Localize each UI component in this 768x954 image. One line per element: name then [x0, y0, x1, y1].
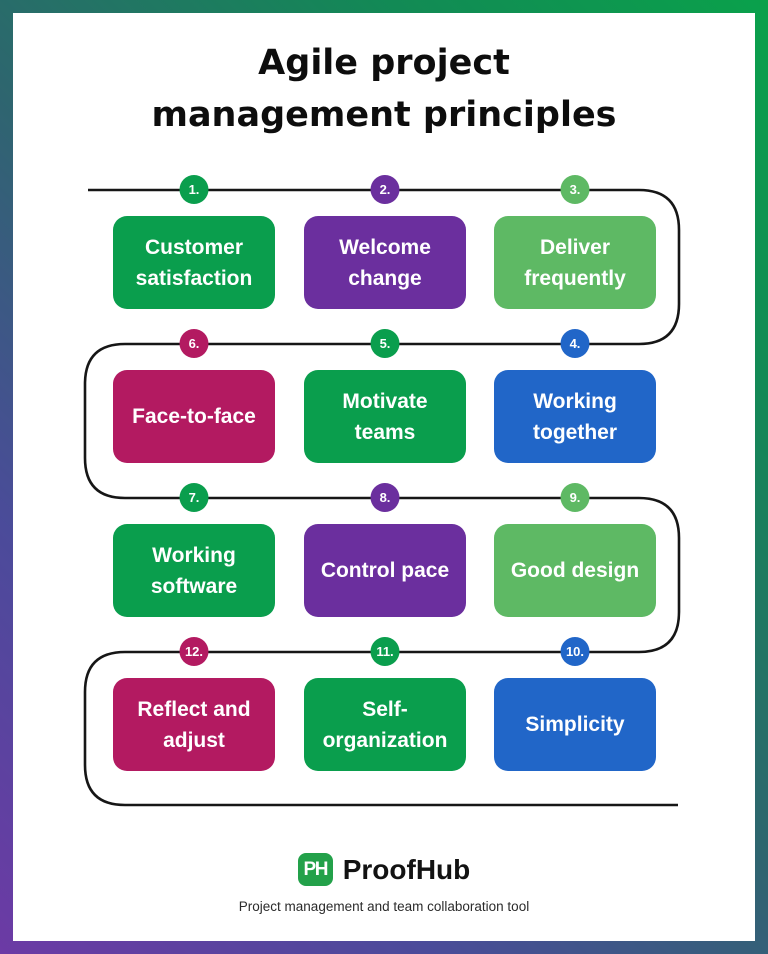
principle-card: Face-to-face [113, 370, 275, 463]
principle-step-9: 9. Good design [494, 483, 656, 619]
principle-card: Customer satisfaction [113, 216, 275, 309]
principle-card: Working software [113, 524, 275, 617]
step-number-badge: 6. [179, 329, 209, 358]
infographic-canvas: Agile project management principles 1. C… [13, 13, 755, 941]
principle-card: Reflect and adjust [113, 678, 275, 771]
principle-step-12: 12. Reflect and adjust [113, 637, 275, 773]
principle-step-10: 10. Simplicity [494, 637, 656, 773]
principle-card: Control pace [304, 524, 466, 617]
step-number-badge: 8. [370, 483, 400, 512]
step-number-badge: 1. [179, 175, 209, 204]
step-number-badge: 10. [560, 637, 590, 666]
step-number-badge: 3. [560, 175, 590, 204]
principle-step-4: 4. Working together [494, 329, 656, 465]
principle-card: Simplicity [494, 678, 656, 771]
principle-step-8: 8. Control pace [304, 483, 466, 619]
principle-card: Motivate teams [304, 370, 466, 463]
proofhub-logo: PH ProofHub [13, 853, 755, 886]
page-title: Agile project management principles [13, 37, 755, 141]
brand-name: ProofHub [342, 853, 471, 885]
principle-step-2: 2. Welcome change [304, 175, 466, 311]
principle-card: Good design [494, 524, 656, 617]
step-number-badge: 5. [370, 329, 400, 358]
principle-card: Working together [494, 370, 656, 463]
step-number-badge: 9. [560, 483, 590, 512]
principle-card: Self- organization [304, 678, 466, 771]
principle-step-6: 6. Face-to-face [113, 329, 275, 465]
step-number-badge: 4. [560, 329, 590, 358]
step-number-badge: 11. [370, 637, 400, 666]
step-number-badge: 2. [370, 175, 400, 204]
principle-step-3: 3. Deliver frequently [494, 175, 656, 311]
principle-card: Deliver frequently [494, 216, 656, 309]
step-number-badge: 7. [179, 483, 209, 512]
principle-step-5: 5. Motivate teams [304, 329, 466, 465]
brand-tagline: Project management and team collaboratio… [238, 899, 530, 914]
page-title-line1: Agile project [258, 43, 510, 83]
principle-card: Welcome change [304, 216, 466, 309]
connector-path [83, 188, 681, 807]
principle-step-1: 1. Customer satisfaction [113, 175, 275, 311]
principle-step-11: 11. Self- organization [304, 637, 466, 773]
page-title-line2: management principles [151, 95, 617, 135]
principle-step-7: 7. Working software [113, 483, 275, 619]
step-number-badge: 12. [179, 637, 209, 666]
proofhub-logo-icon: PH [297, 853, 333, 886]
